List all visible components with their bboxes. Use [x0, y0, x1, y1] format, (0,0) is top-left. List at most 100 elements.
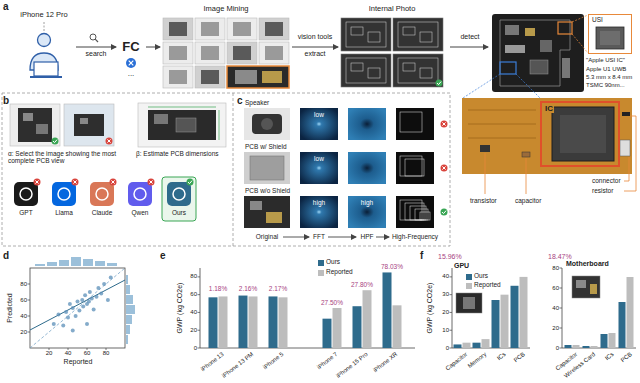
reported-bar: [520, 277, 528, 348]
board-part: [351, 63, 363, 71]
reported-bar: [591, 346, 598, 348]
data-point: [61, 324, 65, 328]
tick: [450, 348, 453, 349]
check-mark: [437, 82, 441, 85]
tick-label: 20: [46, 350, 53, 357]
tick-label: 40: [442, 273, 449, 280]
tick-label: 10: [442, 327, 449, 334]
image-panel: Internal Photo: [338, 4, 446, 90]
chip-query: "Apple USI IC": [586, 57, 625, 64]
component: [176, 118, 196, 132]
detect-arrow: [450, 47, 488, 48]
laptop: [34, 62, 58, 76]
error-percent: 78.03%: [381, 263, 403, 270]
leader-line: [485, 153, 486, 194]
board-part: [351, 27, 363, 35]
histogram-bar: [126, 325, 130, 334]
tick-label: 60: [84, 350, 91, 357]
error-percent: 18.47%: [548, 253, 572, 261]
edge-line: [400, 112, 422, 132]
image-panel: Image Mining: [160, 4, 292, 90]
data-point: [77, 308, 81, 312]
data-point: [87, 300, 91, 304]
ours-bar: [383, 272, 392, 348]
tick: [28, 316, 31, 317]
pointer-line: [44, 22, 45, 31]
cross-mark: [35, 180, 38, 183]
category-label: iPhone 7: [316, 351, 339, 371]
ours-bar: [353, 306, 362, 348]
ours-bar: [209, 297, 218, 348]
fit-line: [30, 280, 125, 330]
data-point: [99, 292, 103, 296]
dimension-line: [148, 107, 216, 108]
component-label: capacitor: [515, 197, 541, 204]
tick-label: 0: [446, 345, 449, 352]
reported-bar: [573, 345, 580, 348]
pcb: [148, 110, 216, 140]
y-axis: [200, 268, 201, 348]
motherboard-photo: [572, 276, 600, 298]
speaker: [252, 114, 282, 134]
fft-spectrum: [300, 196, 338, 228]
data-point: [109, 276, 113, 280]
chip-spec: TSMC 90nm...: [586, 82, 625, 89]
model-name: Ours: [172, 209, 186, 216]
data-point: [52, 322, 56, 326]
thumbnail: [195, 42, 225, 64]
category-label: ICs: [496, 351, 507, 362]
category-label: ICs: [604, 351, 615, 362]
reject-badge: [126, 58, 136, 68]
zoom-line: [572, 34, 588, 53]
check-mark: [442, 211, 446, 214]
speaker-cone: [261, 118, 273, 130]
panel-letter: a: [3, 1, 9, 13]
node-text: iPhone 12 Pro: [20, 11, 68, 20]
check-mark: [53, 140, 57, 143]
reported-bar: [219, 296, 228, 348]
model-glyph: [173, 188, 185, 200]
tick-label: 40: [20, 313, 27, 320]
board-part: [368, 68, 380, 78]
panel-letter: e: [160, 250, 166, 262]
internal-photo: [393, 54, 443, 87]
error-percent: 2.16%: [239, 285, 257, 292]
board-outline: [500, 20, 570, 86]
internal-photo: [393, 18, 443, 51]
row-label: PCB w/o Shield: [245, 187, 290, 194]
panel-frame: [2, 93, 450, 246]
histogram-bar: [59, 260, 69, 266]
data-point: [96, 286, 100, 290]
data-point: [95, 295, 99, 299]
zoom-photo: [462, 98, 632, 174]
task-text: β: Estimate PCB dimensions: [136, 150, 230, 157]
histogram-bar: [35, 264, 45, 266]
tick: [450, 276, 453, 277]
check-badge: [436, 80, 443, 87]
edge-label: search: [84, 50, 107, 58]
tick-label: 60: [190, 291, 197, 298]
tick-label: 20: [190, 327, 197, 334]
tick-label: 0: [556, 345, 559, 352]
tick: [198, 312, 201, 313]
component: [505, 45, 525, 53]
edge-map: [396, 152, 434, 184]
model-icon: [52, 182, 76, 206]
data-point: [66, 316, 70, 320]
cross-badge: [106, 138, 113, 145]
data-point: [106, 298, 110, 302]
tick: [198, 330, 201, 331]
reported-bar: [249, 296, 258, 348]
pcb-photo: [244, 196, 290, 228]
histogram-bar: [95, 261, 105, 266]
step-arrow: [328, 237, 356, 238]
thumbnail: [163, 18, 193, 40]
ours-bar: [619, 302, 626, 348]
category-label: iPhone 13 PM: [221, 351, 255, 380]
ours-bar: [454, 344, 462, 348]
tick: [28, 332, 31, 333]
data-point: [88, 290, 92, 294]
leader-line: [624, 157, 629, 181]
board-outline: [398, 58, 438, 83]
selected-thumbnail: [227, 66, 289, 88]
